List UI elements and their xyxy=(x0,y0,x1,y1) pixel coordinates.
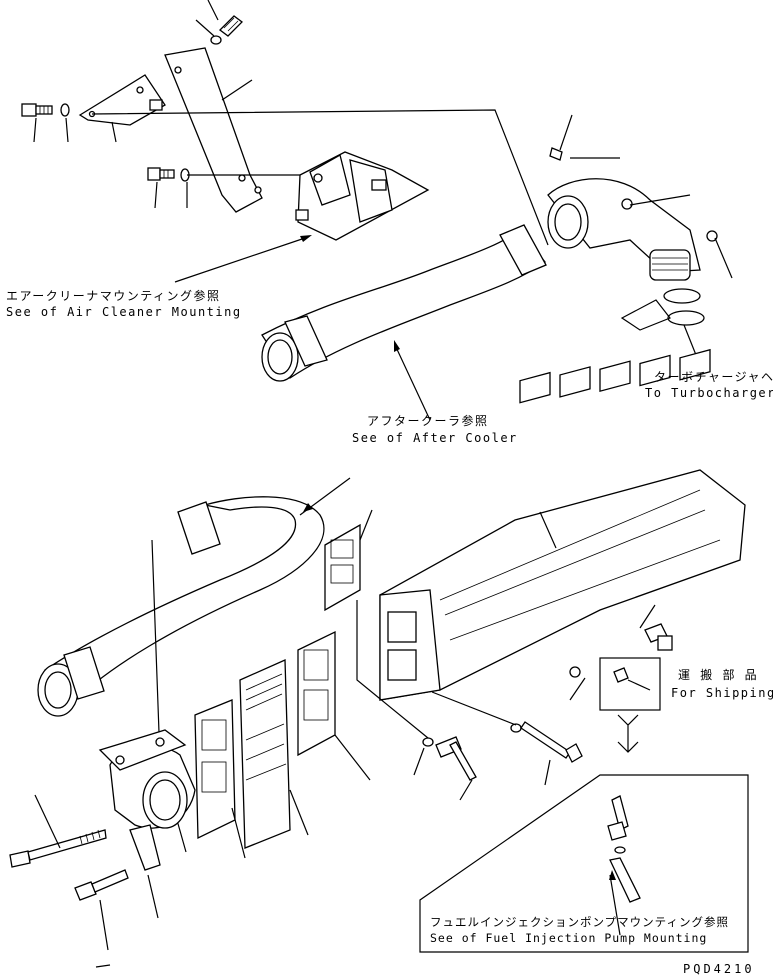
fuel-pump-label-jp: フュエルインジェクションポンプマウンティング参照 xyxy=(430,915,729,929)
air-cleaner-label-en: See of Air Cleaner Mounting xyxy=(6,305,242,319)
after-cooler-label-en: See of After Cooler xyxy=(352,431,518,445)
fuel-pump-label-en: See of Fuel Injection Pump Mounting xyxy=(430,931,708,945)
intake-manifold xyxy=(379,348,746,701)
elbow-connector xyxy=(9,729,196,968)
turbo-elbow-assembly xyxy=(547,114,733,370)
shipping-part xyxy=(599,657,661,753)
left-bolt xyxy=(21,103,70,117)
turbo-label-jp: ターボチャージャヘ xyxy=(654,370,773,384)
bracket-gusset xyxy=(78,74,166,126)
shipping-label-en: For Shipping xyxy=(671,686,773,700)
air-cleaner-label-jp: エアークリーナマウンティング参照 xyxy=(6,289,221,303)
fuel-pump-callout xyxy=(419,774,749,953)
vertical-bracket xyxy=(164,47,263,213)
drawing-code: PQD4210 xyxy=(683,962,755,976)
after-cooler-label-jp: アフタークーラ参照 xyxy=(367,414,489,428)
turbo-label-en: To Turbocharger xyxy=(645,386,773,400)
upper-hose xyxy=(261,224,547,421)
manifold-ports xyxy=(519,348,711,404)
middle-bolt xyxy=(147,167,190,182)
gasket-plates xyxy=(194,509,373,859)
gasket-upper xyxy=(663,288,701,304)
top-bolt xyxy=(210,15,243,45)
manifold-bolts xyxy=(356,600,583,801)
upper-bracket-assembly xyxy=(21,0,549,246)
shipping-label-jp: 運 搬 部 品 xyxy=(678,668,759,682)
gasket-lower xyxy=(667,310,705,326)
air-cleaner-leader xyxy=(174,235,312,283)
